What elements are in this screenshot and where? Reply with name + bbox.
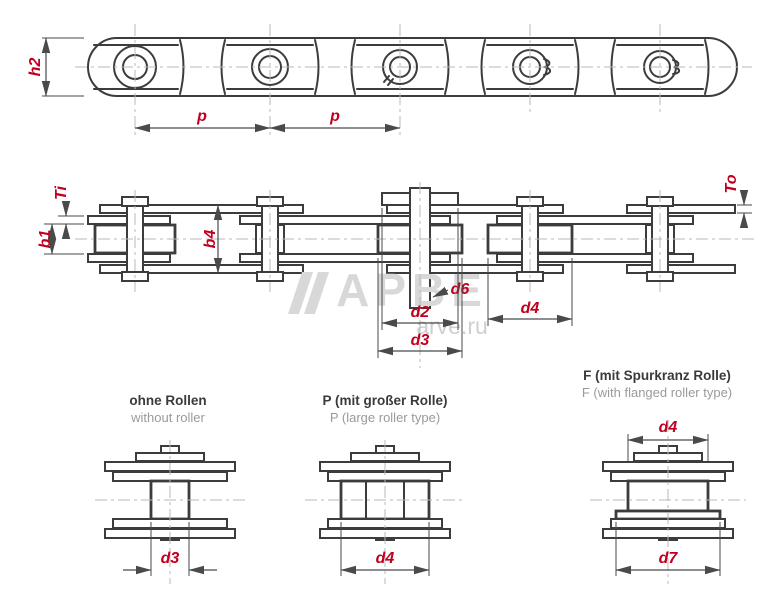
dim-label-b4: b4 xyxy=(202,230,219,249)
dim-label-d4: d4 xyxy=(521,300,540,317)
plan-view-centerlines xyxy=(75,182,755,368)
dim-label-d4-detail: d4 xyxy=(376,550,395,567)
dim-label-d3-detail: d3 xyxy=(161,550,180,567)
side-view-centerlines xyxy=(75,24,752,138)
dim-label-d6: d6 xyxy=(451,281,470,298)
dim-label-To: To xyxy=(723,174,740,193)
dimension-h2: h2 xyxy=(27,37,84,97)
detail-title-en: P (large roller type) xyxy=(330,410,440,425)
detail-centerlines xyxy=(590,420,746,584)
dimension-d4-detail: d4 xyxy=(340,522,430,576)
dimension-d7-detail: d7 xyxy=(615,522,721,576)
dimension-d6: d6 xyxy=(432,281,470,298)
dimension-d2: d2 xyxy=(381,208,459,330)
dim-label-d7-detail: d7 xyxy=(659,550,679,567)
outer-plates xyxy=(99,204,736,274)
detail-title-de: F (mit Spurkranz Rolle) xyxy=(583,368,731,383)
detail-flanged-roller: F (mit Spurkranz Rolle) F (with flanged … xyxy=(582,368,746,584)
watermark-slash-icon xyxy=(288,272,313,314)
plan-view: APBE arve.ru Ti b1 b4 xyxy=(37,174,755,368)
dim-label-Ti: Ti xyxy=(53,185,70,199)
watermark-slash-icon xyxy=(304,272,329,314)
bushing-slot xyxy=(383,75,394,86)
dim-label-b1: b1 xyxy=(37,230,54,249)
dim-label-p-right: p xyxy=(329,108,340,125)
dimension-p: p p xyxy=(134,108,401,133)
detail-title-en: F (with flanged roller type) xyxy=(582,385,732,400)
dimension-Ti: Ti xyxy=(53,185,84,239)
dim-label-d2: d2 xyxy=(411,304,430,321)
dimension-To: To xyxy=(723,174,752,228)
dim-label-h2: h2 xyxy=(27,58,44,77)
chain-plate-outline xyxy=(87,37,738,97)
detail-title-en: without roller xyxy=(130,410,205,425)
detail-centerlines xyxy=(95,440,245,584)
side-view: h2 p p xyxy=(27,24,752,138)
detail-title-de: P (mit großer Rolle) xyxy=(322,393,447,408)
dimension-b4: b4 xyxy=(202,204,223,274)
detail-no-roller: ohne Rollen without roller d3 xyxy=(95,393,245,584)
dimension-d3-detail: d3 xyxy=(123,522,217,576)
dimension-d3: d3 xyxy=(377,258,463,358)
detail-large-roller: P (mit großer Rolle) P (large roller typ… xyxy=(305,393,465,584)
dim-label-p-left: p xyxy=(196,108,207,125)
dimension-d4: d4 xyxy=(487,258,573,326)
detail-title-de: ohne Rollen xyxy=(129,393,206,408)
dim-label-d3: d3 xyxy=(411,332,430,349)
dimension-b1: b1 xyxy=(37,223,84,255)
detail-centerlines xyxy=(305,440,465,584)
